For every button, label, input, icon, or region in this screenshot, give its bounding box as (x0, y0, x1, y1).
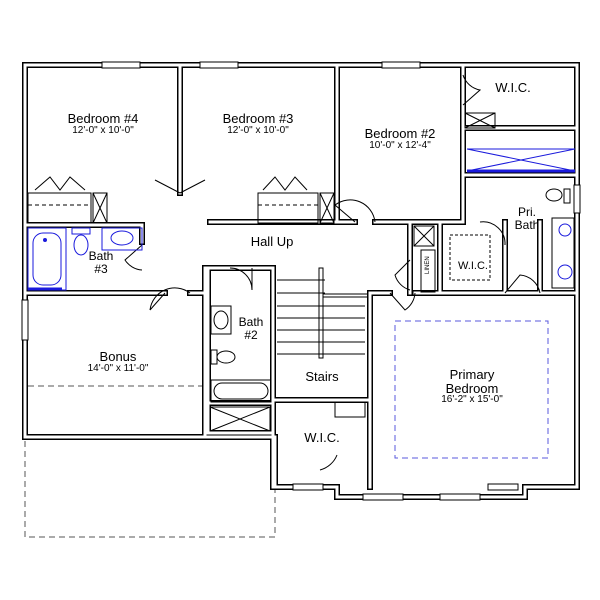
room-bath-3: Bath #3 (89, 250, 114, 275)
room-name: Bonus (99, 349, 137, 364)
room-name-line1: Bath (238, 315, 264, 329)
room-name-line2: #2 (244, 327, 258, 342)
room-name: Bedroom #3 (222, 111, 294, 126)
room-name-line2: #3 (94, 261, 108, 276)
windows (21, 61, 581, 501)
room-size: 16'-2" x 15'-0" (441, 394, 503, 406)
room-size: 12'-0" x 10'-0" (72, 124, 134, 136)
room-wic-top: W.I.C. (495, 80, 531, 95)
walls (22, 62, 580, 500)
room-bedroom-2: Bedroom #2 10'-0" x 12'-4" (365, 127, 436, 151)
room-wic-bottom: W.I.C. (304, 430, 340, 445)
room-wic-mid: W.I.C. (458, 260, 488, 272)
stair-treads (277, 267, 369, 359)
room-name-line1: Pri. (518, 205, 536, 219)
room-pri-bath: Pri. Bath (515, 206, 540, 231)
dashed-area-below-bonus (24, 436, 276, 538)
room-name-line1: Primary (449, 367, 495, 382)
bath2-fixtures (210, 305, 272, 403)
room-bonus: Bonus 14'-0" x 11'-0" (88, 350, 149, 374)
room-bedroom-3: Bedroom #3 12'-0" x 10'-0" (223, 112, 294, 136)
room-primary-bedroom: Primary Bedroom 16'-2" x 15'-0" (441, 368, 503, 406)
room-hall: Hall Up (250, 234, 294, 249)
room-name-line2: Bedroom (445, 380, 499, 396)
pri-bath-fixtures (466, 148, 576, 289)
room-linen: LINEN (424, 256, 431, 274)
room-name: Bedroom #2 (364, 126, 436, 141)
closets (27, 112, 496, 432)
room-name: Bedroom #4 (67, 111, 139, 126)
doors (34, 74, 541, 471)
room-size: 10'-0" x 12'-4" (369, 139, 431, 151)
room-bath-2: Bath #2 (239, 316, 264, 341)
room-name-line1: Bath (88, 249, 114, 263)
room-size: 12'-0" x 10'-0" (227, 124, 289, 136)
primary-ceiling-outline (394, 320, 549, 459)
room-size: 14'-0" x 11'-0" (87, 362, 149, 374)
pri-bath-toilet (545, 188, 571, 204)
bath3-fixtures (27, 227, 143, 291)
room-stairs: Stairs (305, 369, 339, 384)
room-name-line2: Bath (514, 217, 540, 232)
room-bedroom-4: Bedroom #4 12'-0" x 10'-0" (68, 112, 139, 136)
